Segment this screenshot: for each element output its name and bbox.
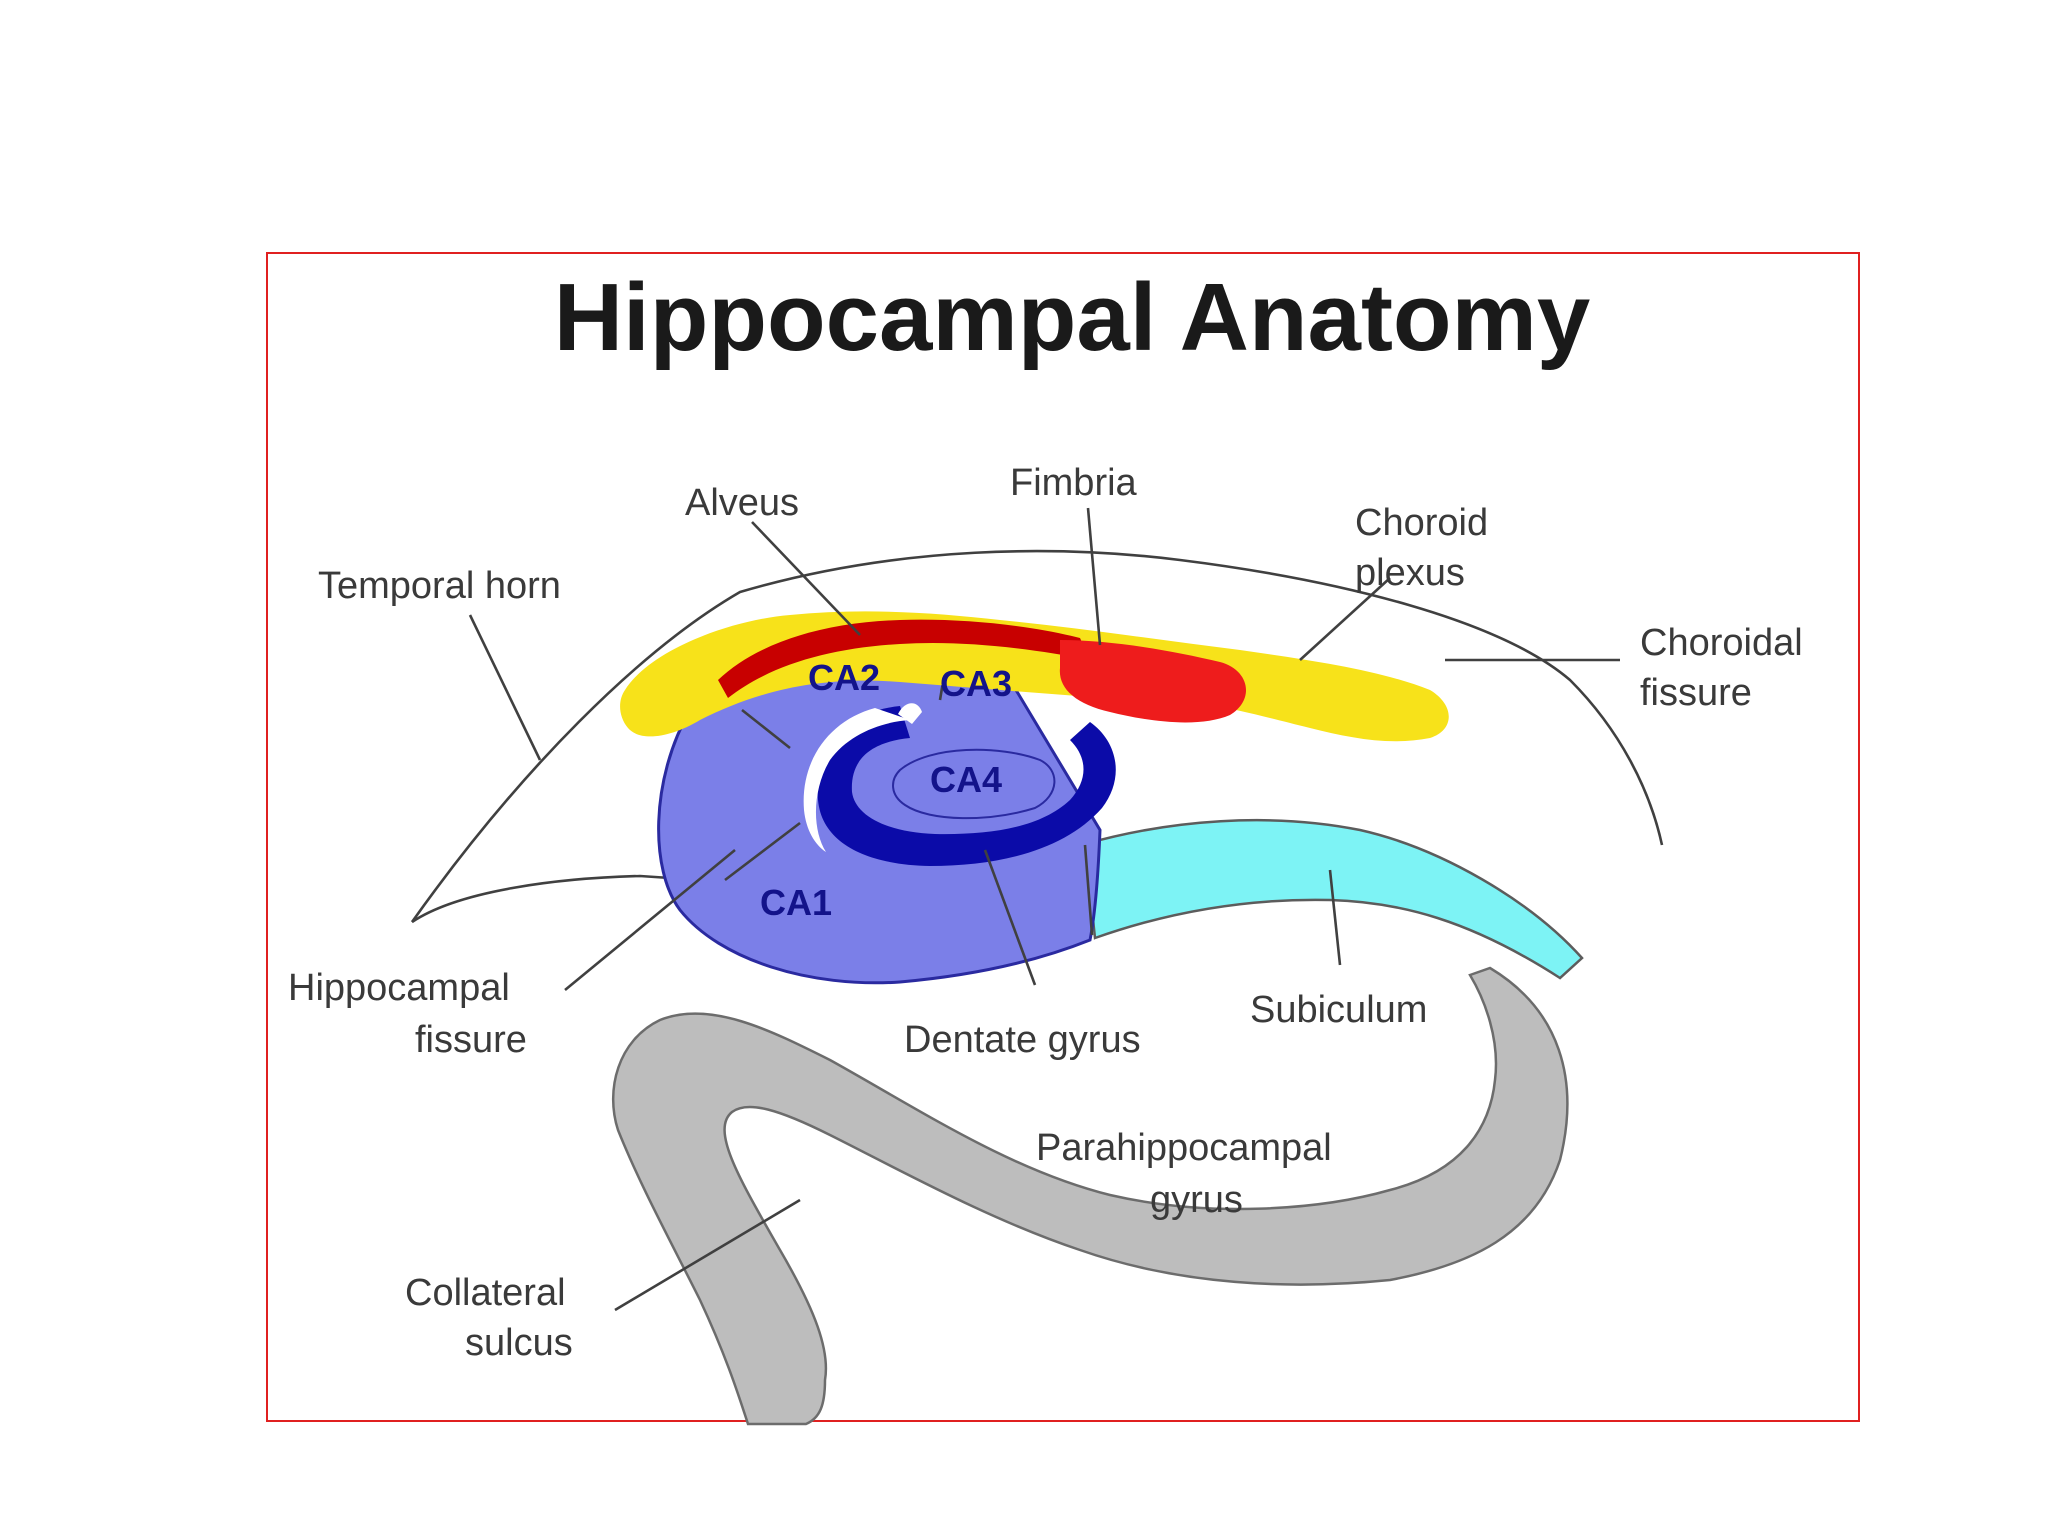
region-label-ca3: CA3 (940, 663, 1012, 704)
fissure-notch-right (1040, 706, 1062, 728)
dentate-gyrus-shape (817, 706, 1116, 866)
label-choroidal-fissure-line1: Choroidal (1640, 622, 1803, 664)
ca4-shape (892, 748, 1056, 820)
label-parahippocampal-gyrus-line1: Parahippocampal (1036, 1127, 1332, 1169)
label-parahippocampal-gyrus-line2: gyrus (1150, 1179, 1243, 1221)
parahippocampal-gyrus-shape (611, 966, 1569, 1426)
region-label-ca4: CA4 (930, 759, 1002, 800)
temporal-horn-outline (410, 549, 1664, 923)
label-subiculum: Subiculum (1250, 989, 1427, 1031)
region-label-ca1: CA1 (760, 882, 832, 923)
alveus-shape (718, 619, 1090, 698)
label-choroid-plexus-line2: plexus (1355, 552, 1465, 594)
temporal-horn-floor (411, 874, 701, 924)
fimbria-shape (1059, 640, 1247, 723)
diagram-title: Hippocampal Anatomy (554, 264, 1591, 371)
leader-lines (468, 507, 1620, 1312)
label-collateral-sulcus-line1: Collateral (405, 1272, 566, 1314)
label-alveus: Alveus (685, 482, 799, 524)
label-dentate-gyrus: Dentate gyrus (904, 1019, 1141, 1061)
label-choroid-plexus-line1: Choroid (1355, 502, 1488, 544)
label-choroidal-fissure-line2: fissure (1640, 672, 1752, 714)
fissure-notch-left (898, 703, 922, 724)
label-collateral-sulcus-line2: sulcus (465, 1322, 573, 1364)
region-label-ca2: CA2 (808, 657, 880, 698)
label-temporal-horn: Temporal horn (318, 565, 561, 607)
label-fimbria: Fimbria (1010, 462, 1138, 504)
label-hippocampal-fissure-line2: fissure (415, 1019, 527, 1061)
label-hippocampal-fissure-line1: Hippocampal (288, 967, 510, 1009)
hippocampal-fissure-gap (803, 708, 910, 852)
